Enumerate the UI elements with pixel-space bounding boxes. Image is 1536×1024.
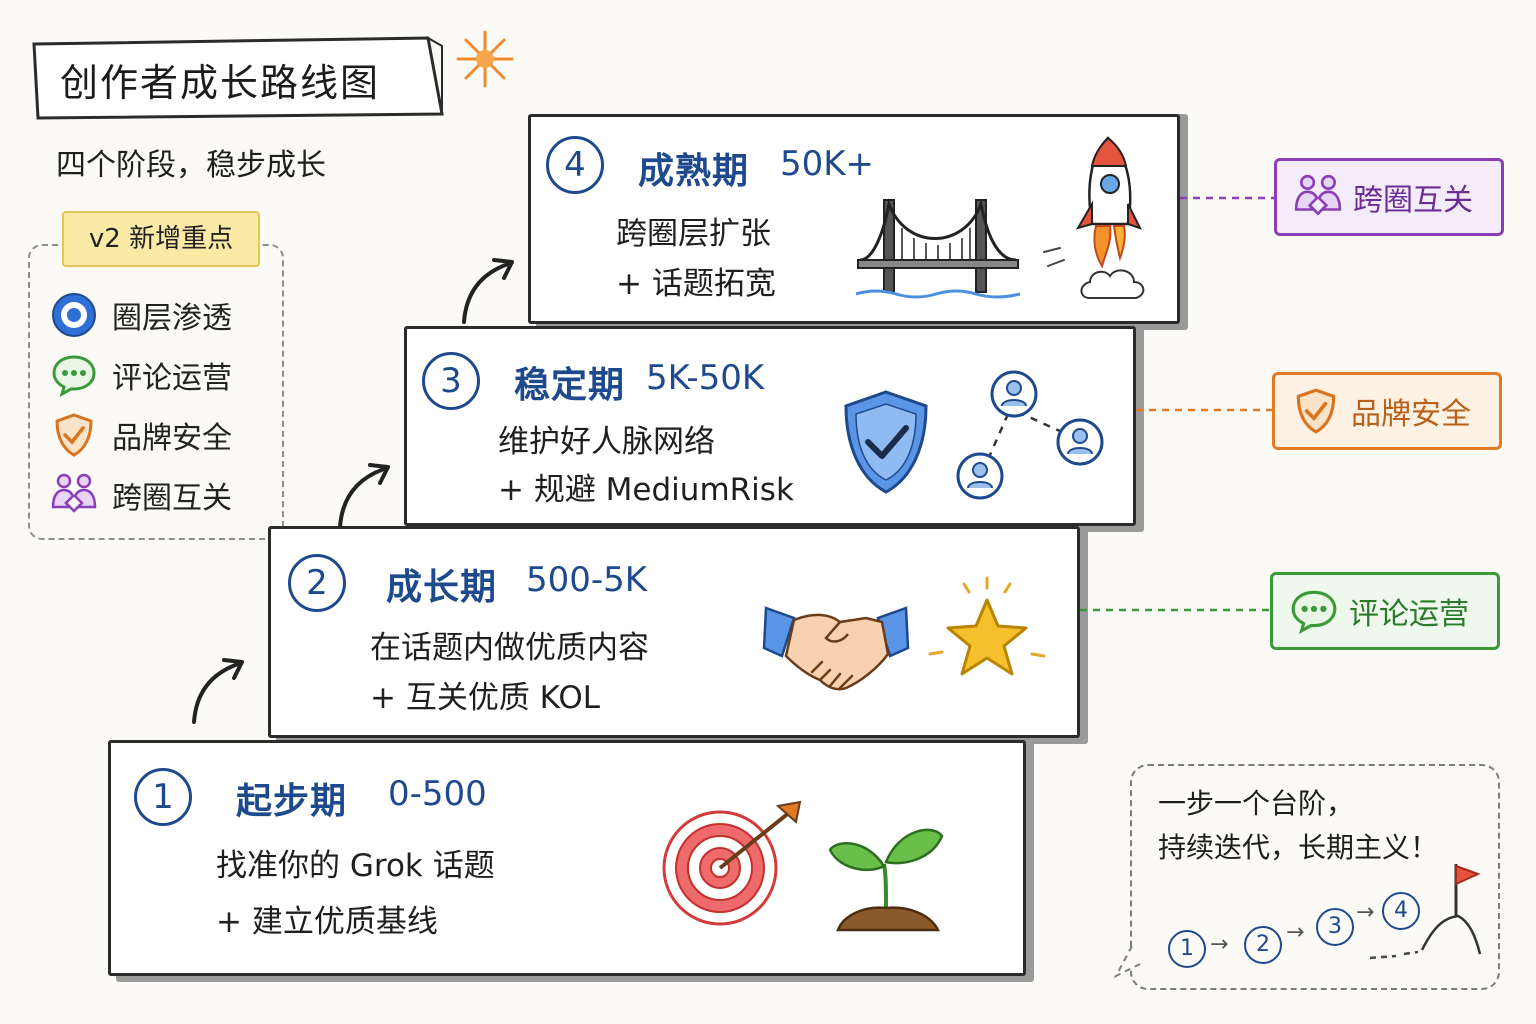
stage-desc-line2: + 互关优质 KOL: [370, 680, 600, 716]
bridge-icon: [856, 198, 1020, 299]
arrow-right-icon: →: [1356, 900, 1375, 925]
connector-line: [1180, 196, 1274, 200]
sparkle-icon: [456, 30, 514, 88]
mini-step: 4: [1382, 892, 1420, 930]
curved-arrow-icon: [192, 658, 244, 724]
stage-desc-line2: + 话题拓宽: [616, 266, 776, 302]
stage-desc-line1: 在话题内做优质内容: [370, 630, 649, 666]
legend-tag: v2 新增重点: [62, 211, 260, 267]
stage-name: 成长期: [386, 567, 498, 608]
right-tag-label: 评论运营: [1349, 597, 1469, 632]
flag-mountain-icon: [1369, 864, 1482, 960]
subtitle: 四个阶段，稳步成长: [56, 148, 326, 183]
star-icon: [928, 576, 1046, 676]
stage-range: 500-5K: [526, 560, 648, 600]
mini-step: 3: [1316, 908, 1354, 946]
stage-card-2: [268, 526, 1080, 738]
curved-arrow-icon: [462, 258, 514, 324]
stage-range: 50K+: [780, 144, 875, 184]
target-circle-icon: [52, 293, 96, 337]
right-tag-cross-follow: 跨圈互关: [1274, 158, 1504, 236]
shield-icon: [844, 390, 928, 494]
stage-range: 5K-50K: [646, 358, 765, 398]
connector-line: [1136, 408, 1274, 412]
right-tag-brand-safety: 品牌安全: [1272, 372, 1502, 450]
sprout-icon: [828, 828, 944, 932]
stage-name: 起步期: [236, 781, 348, 822]
stage-range: 0-500: [388, 774, 487, 814]
mini-step: 1: [1168, 930, 1206, 968]
handshake-icon: [762, 606, 910, 691]
stage-desc-line1: 维护好人脉网络: [498, 424, 715, 460]
legend-label: 跨圈互关: [112, 481, 232, 516]
right-tag-comment-ops: 评论运营: [1270, 572, 1500, 650]
chat-bubble-icon: [52, 355, 96, 398]
mini-step: 2: [1244, 926, 1282, 964]
right-tag-label: 品牌安全: [1351, 397, 1471, 432]
stage-number: 4: [546, 136, 604, 194]
shield-check-icon: [55, 413, 93, 457]
legend-label: 评论运营: [112, 361, 232, 396]
stage-card-4: [528, 114, 1180, 324]
stage-desc-line1: 找准你的 Grok 话题: [216, 848, 495, 884]
bubble-line2: 持续迭代，长期主义！: [1158, 831, 1439, 864]
title-banner: [32, 36, 444, 120]
stage-name: 稳定期: [514, 365, 626, 406]
network-icon: [956, 370, 1104, 500]
legend-item: 评论运营: [50, 350, 280, 400]
page-title: 创作者成长路线图: [60, 61, 381, 105]
legend-label: 圈层渗透: [112, 301, 232, 336]
legend-label: 品牌安全: [112, 421, 232, 456]
handshake-people-icon: [1294, 174, 1342, 216]
handshake-people-icon: [51, 473, 97, 513]
legend-item: 品牌安全: [50, 410, 280, 460]
rocket-icon: [1043, 136, 1145, 299]
stage-desc-line2: + 建立优质基线: [216, 904, 438, 940]
stage-number: 1: [134, 768, 192, 826]
stage-name: 成熟期: [638, 151, 750, 192]
stage-desc-line1: 跨圈层扩张: [616, 216, 771, 252]
connector-line: [1080, 608, 1272, 612]
arrow-right-icon: →: [1210, 932, 1229, 957]
stage-card-3: [404, 326, 1136, 526]
speech-tail: [1113, 945, 1141, 979]
stage-number: 3: [422, 352, 480, 410]
stage-number: 2: [288, 554, 346, 612]
arrow-right-icon: →: [1286, 920, 1305, 945]
legend-item: 跨圈互关: [50, 470, 280, 520]
chat-bubble-icon: [1291, 590, 1337, 634]
stage-desc-line2: + 规避 MediumRisk: [498, 472, 794, 508]
bubble-line1: 一步一个台阶，: [1158, 787, 1355, 820]
target-icon: [662, 800, 802, 926]
curved-arrow-icon: [338, 463, 390, 529]
right-tag-label: 跨圈互关: [1353, 183, 1473, 218]
shield-check-icon: [1296, 388, 1336, 434]
legend-item: 圈层渗透: [50, 290, 280, 340]
